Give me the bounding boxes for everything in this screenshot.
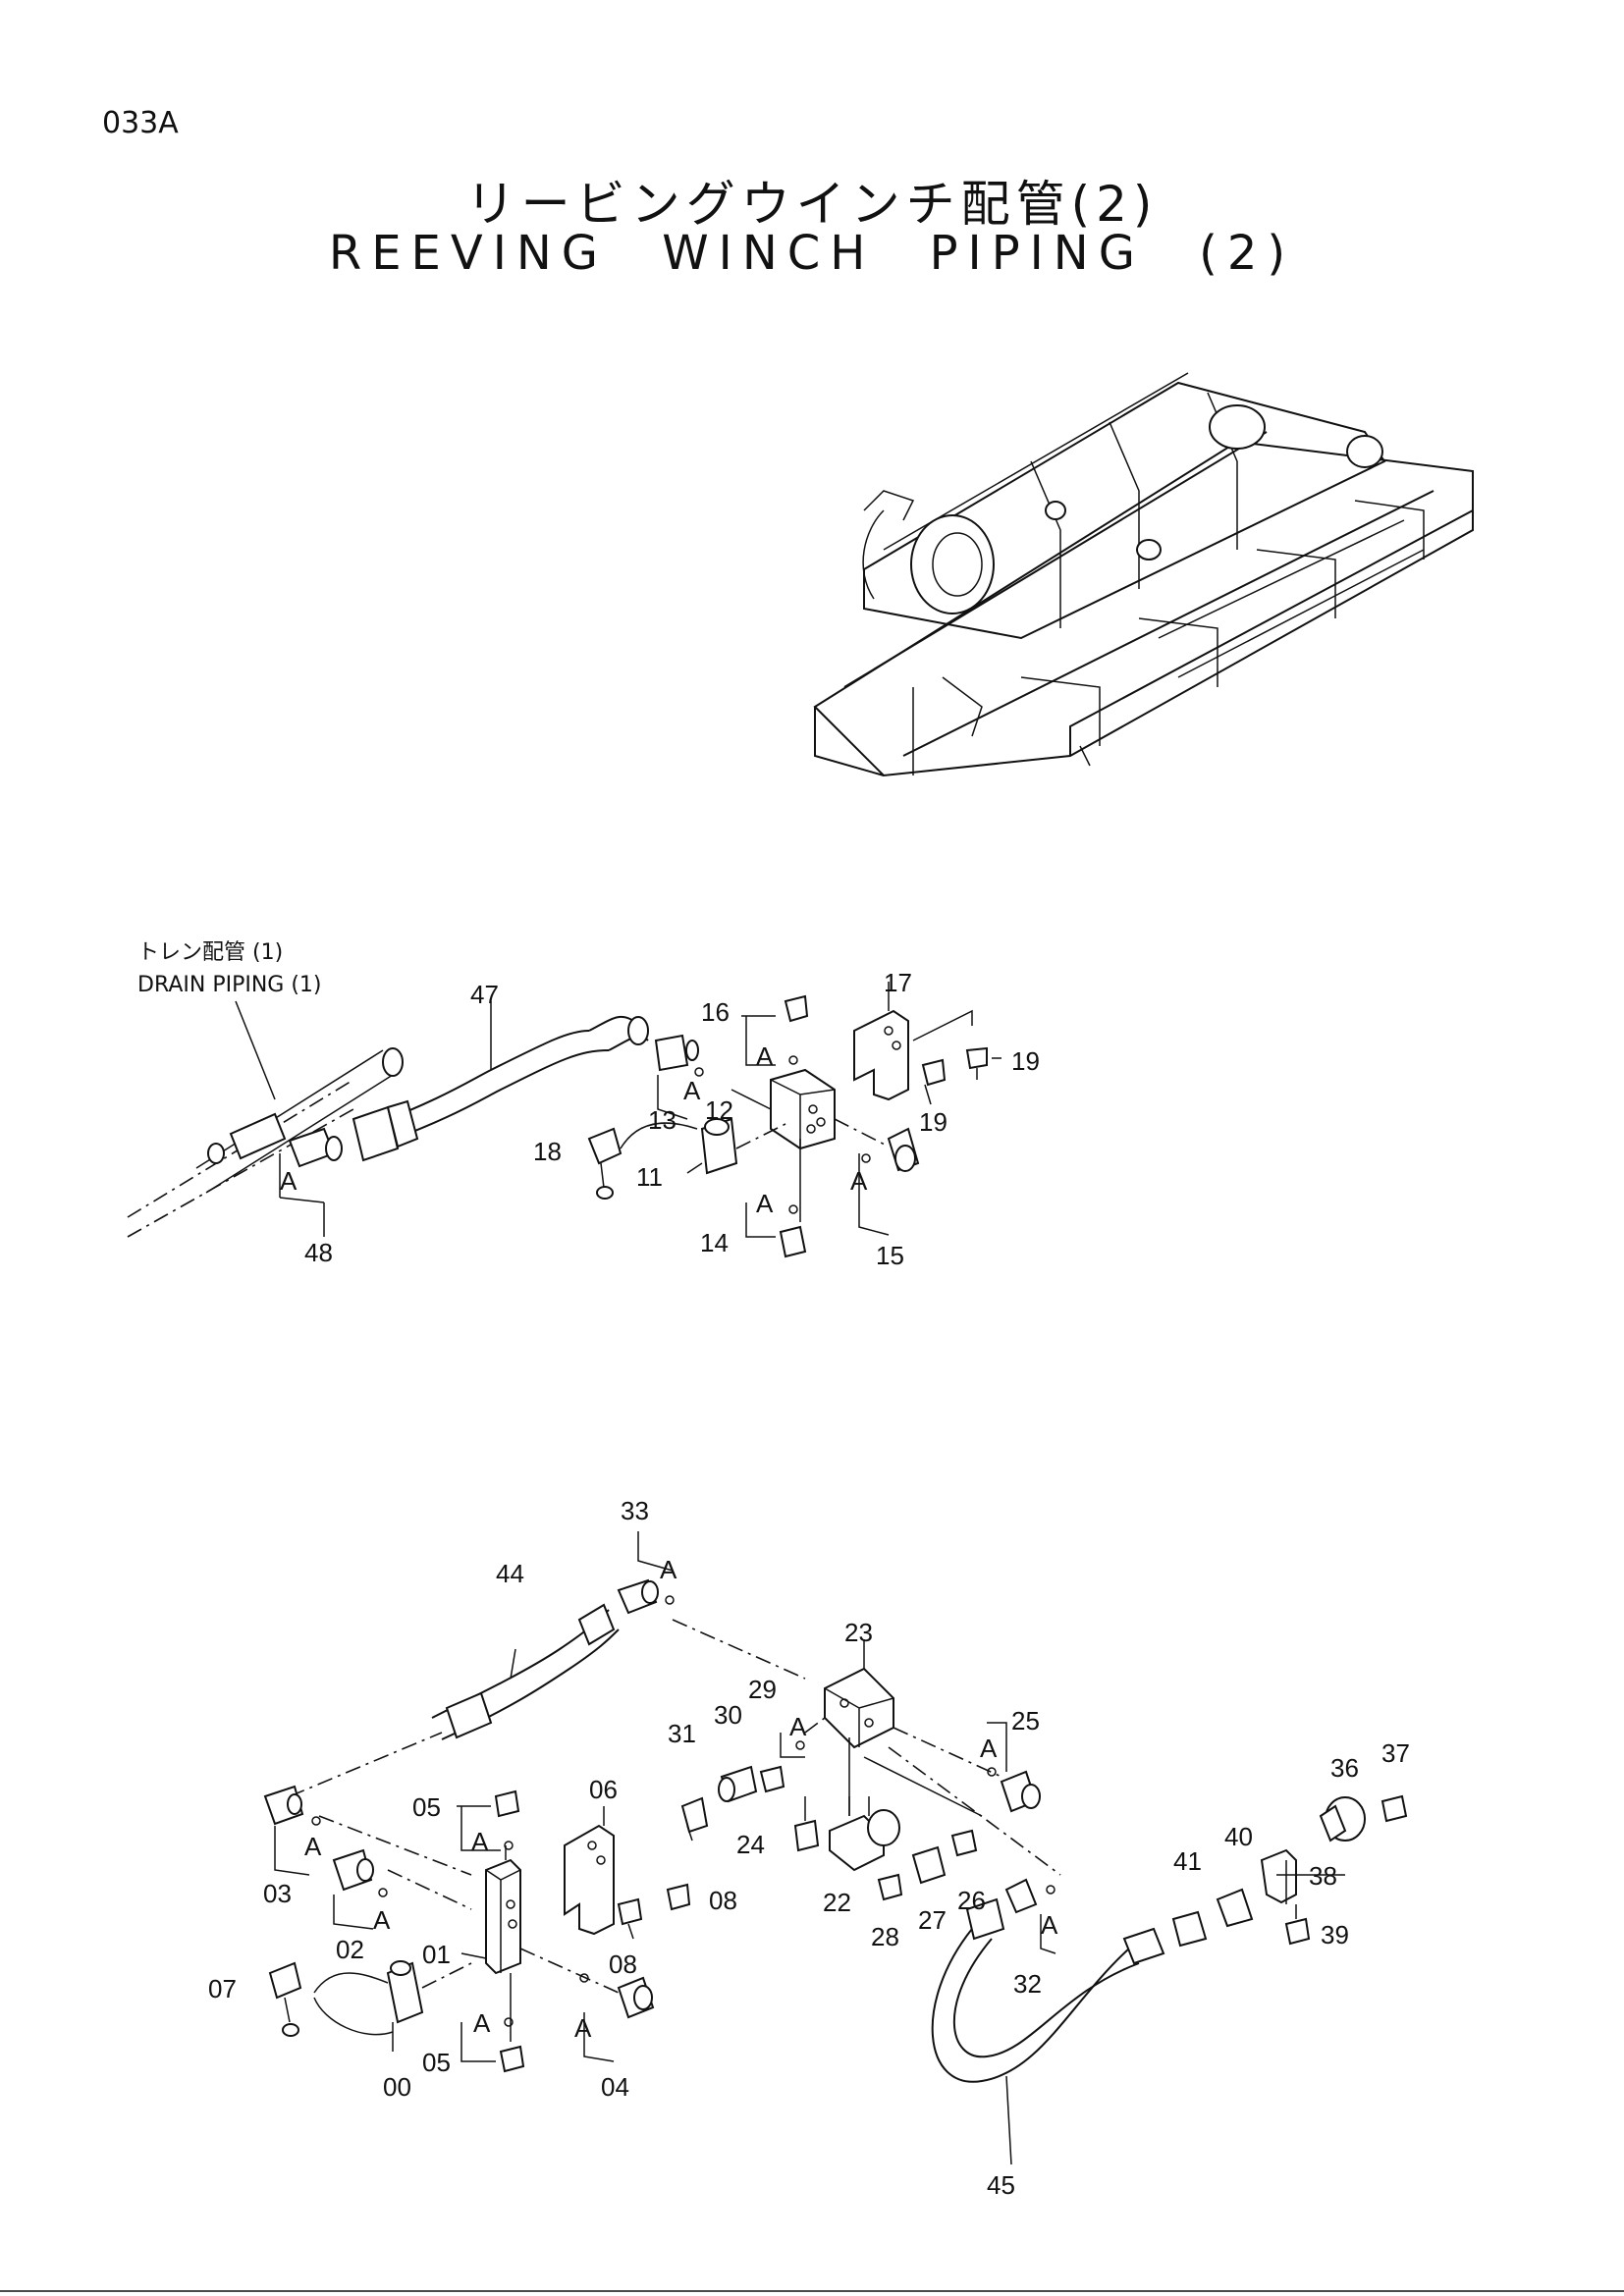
callout-label: 23	[844, 1618, 873, 1647]
callout-label: A	[756, 1189, 774, 1218]
callout-label: 11	[636, 1162, 663, 1192]
callout-label: 02	[336, 1935, 364, 1964]
callout-label: 33	[621, 1496, 649, 1525]
page-code: 033A	[102, 106, 179, 140]
reeving-winch-valve-assembly: A A A	[208, 1496, 1410, 2200]
callout-label: 12	[705, 1095, 733, 1125]
callout-label: 19	[1011, 1046, 1040, 1076]
callout-label: 22	[823, 1888, 851, 1917]
callout-label: 25	[1011, 1706, 1040, 1735]
callout-label: 07	[208, 1974, 237, 2003]
callout-label: 01	[422, 1940, 451, 1969]
callout-label: 05	[422, 2048, 451, 2077]
callout-label: 32	[1013, 1969, 1042, 1999]
callout-label: 26	[957, 1886, 986, 1915]
callout-label: A	[471, 1827, 489, 1856]
callout-label: 06	[589, 1775, 618, 1804]
callout-label: A	[683, 1076, 701, 1105]
title-japanese: リービングウインチ配管(2)	[465, 176, 1159, 233]
callout-label: 30	[714, 1700, 742, 1730]
callout-label: 16	[701, 997, 730, 1027]
callout-label: 19	[919, 1107, 947, 1137]
callout-label: 15	[876, 1241, 904, 1270]
callout-label: 00	[383, 2072, 411, 2102]
callout-label: 48	[304, 1238, 333, 1267]
reference-note-jp: トレン配管 (1)	[137, 940, 283, 965]
reference-note-en: DRAIN PIPING (1)	[137, 973, 322, 997]
callout-label: 29	[748, 1675, 777, 1704]
callout-label: 08	[709, 1886, 737, 1915]
callout-label: 03	[263, 1879, 292, 1908]
callout-label: 41	[1173, 1846, 1202, 1876]
callout-label: 17	[884, 968, 912, 997]
callout-label: 36	[1330, 1753, 1359, 1783]
callout-label: 44	[496, 1559, 524, 1588]
machine-frame-illustration	[813, 372, 1474, 777]
callout-label: 40	[1224, 1822, 1253, 1851]
callout-label: 47	[470, 980, 499, 1009]
callout-label: 37	[1381, 1738, 1410, 1768]
callout-label: A	[1041, 1910, 1058, 1940]
callout-label: 31	[668, 1719, 696, 1748]
callout-label: 08	[609, 1949, 637, 1979]
callout-label: A	[850, 1166, 868, 1196]
callout-label: 45	[987, 2170, 1015, 2200]
callout-label: 24	[736, 1830, 765, 1859]
callout-label: A	[473, 2008, 491, 2038]
callout-label: 14	[700, 1228, 729, 1257]
callout-label: 05	[412, 1792, 441, 1822]
callout-label: 27	[918, 1905, 947, 1935]
callout-label: 28	[871, 1922, 899, 1951]
drain-piping-assembly: トレン配管 (1) DRAIN PIPING (1) A A	[127, 940, 1040, 1270]
title-english: REEVING WINCH PIPING (2)	[328, 226, 1296, 281]
callout-label: A	[756, 1041, 774, 1071]
callout-label: 39	[1321, 1920, 1349, 1949]
callout-label: A	[280, 1166, 298, 1196]
callout-label: 18	[533, 1137, 562, 1166]
callout-label: A	[304, 1832, 322, 1861]
callout-label: 04	[601, 2072, 629, 2102]
callout-label: A	[789, 1712, 807, 1741]
callout-label: A	[660, 1555, 677, 1584]
callout-label: 13	[648, 1105, 677, 1135]
callout-label: 38	[1309, 1861, 1337, 1891]
callout-label: A	[574, 2013, 592, 2043]
callout-label: A	[980, 1734, 998, 1763]
callout-label: A	[373, 1905, 391, 1935]
